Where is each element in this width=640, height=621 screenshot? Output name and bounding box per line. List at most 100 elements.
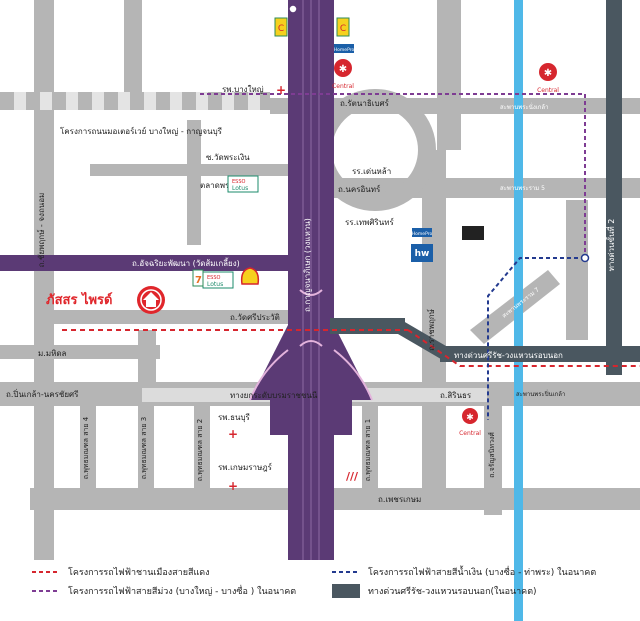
- svg-text:Central: Central: [459, 430, 481, 437]
- label-school-thepsirin: รร.เทพศิรินทร์: [345, 217, 395, 227]
- label-charan: ถ.จรัญสนิทวงศ์: [488, 432, 496, 478]
- label-phutthamonthon-3: ถ.พุทธมณฑล สาย 3: [140, 417, 148, 479]
- svg-text:Central: Central: [332, 83, 354, 90]
- road-soi-wat-phrangoen: [90, 164, 295, 176]
- road-vertical-left: [124, 0, 142, 110]
- legend-blue-line: โครงการรถไฟฟ้าสายสีน้ำเงิน (บางซื่อ - ท่…: [368, 565, 596, 578]
- label-rattanathibet: ถ.รัตนาธิเบศร์: [340, 98, 390, 108]
- road-atcharaphat: [0, 255, 290, 271]
- label-kanchana: ถ.กาญจนาภิเษก (วงแหวน): [303, 218, 312, 312]
- project-marker: ภัสสร ไพรด์: [46, 286, 165, 314]
- expressway-2: [606, 0, 622, 375]
- road-phutthamonthon-3: [138, 405, 154, 490]
- interchange-loops: [249, 289, 373, 401]
- hospital-cross-icon: +: [228, 427, 238, 441]
- svg-text:Lotus: Lotus: [232, 185, 248, 192]
- road-phetkasem: [30, 488, 640, 510]
- expressway-si-rat: [330, 318, 640, 362]
- homepro-logo: HomePro: [334, 44, 355, 53]
- legend: โครงการรถไฟฟ้าชานเมืองสายสีแดง โครงการรถ…: [32, 565, 596, 598]
- label-bridge-pinklao: สะพานพระปิ่นเกล้า: [516, 390, 565, 398]
- svg-text:ESSO: ESSO: [232, 179, 246, 185]
- svg-text:HomePro: HomePro: [412, 231, 433, 237]
- label-phutthamonthon-2: ถ.พุทธมณฑล สาย 2: [196, 419, 204, 481]
- hospital-cross-icon: +: [228, 479, 238, 493]
- road-wat-si-prawat: [54, 310, 299, 324]
- road-charan: [484, 395, 502, 515]
- bigc-logo-top-right: C: [336, 17, 350, 37]
- svg-text:✱: ✱: [544, 68, 552, 79]
- homepro-logo-2: HomePro: [412, 228, 433, 237]
- motorway-project: [0, 92, 270, 110]
- brand-logo-bottom: ///: [343, 468, 361, 483]
- homeworks-logo: hw: [411, 244, 433, 262]
- legend-expressway: ทางด่วนศรีรัช-วงแหวนรอบนอก(ในอนาคต): [368, 586, 537, 597]
- label-mahidol: ม.มหิดล: [38, 349, 67, 358]
- label-bridge-phranangklao: สะพานพระนั่งเกล้า: [500, 103, 548, 111]
- legend-purple-line: โครงการรถไฟฟ้าสายสีม่วง (บางใหญ่ - บางซื…: [68, 584, 296, 597]
- svg-text:✱: ✱: [339, 64, 347, 75]
- svg-text:///: ///: [346, 470, 359, 483]
- svg-text:Central: Central: [537, 87, 559, 94]
- label-market-phrangoen: ตลาดพระเงิน: [200, 181, 246, 190]
- home-icon: [143, 292, 159, 307]
- svg-text:HomePro: HomePro: [334, 47, 355, 53]
- svg-text:C: C: [278, 24, 284, 34]
- svg-text:✱: ✱: [466, 413, 474, 423]
- label-expressway-si-rat: ทางด่วนศรีรัช-วงแหวนรอบนอก: [454, 351, 563, 360]
- label-ratchaphruek: ถ.ราชพฤกษ์: [426, 309, 436, 351]
- lotus-logo-top: ESSO Lotus: [227, 175, 259, 193]
- road-vertical-market: [187, 120, 201, 245]
- hospital-cross-icon: +: [276, 83, 286, 97]
- bigc-logo-top-left: C: [274, 17, 288, 37]
- svg-text:Lotus: Lotus: [207, 281, 223, 288]
- shell-logo: [240, 267, 260, 285]
- road-ratchaphruek: [422, 150, 446, 510]
- lotus-logo-mid: ESSO Lotus: [202, 271, 234, 289]
- station-marker-top: [288, 4, 298, 14]
- central-logo-top: ✱ Central: [332, 59, 354, 90]
- store-logo-dark: [462, 226, 484, 240]
- label-pinklao-nakhonchaisi: ถ.ปิ่นเกล้า-นครชัยศรี: [6, 388, 79, 399]
- road-phutthamonthon-2: [194, 405, 210, 495]
- project-name: ภัสสร ไพรด์: [46, 291, 112, 308]
- label-phetkasem: ถ.เพชรเกษม: [378, 495, 421, 504]
- svg-text:ESSO: ESSO: [207, 275, 221, 281]
- label-sirinthon: ถ.สิรินธร: [440, 391, 472, 400]
- label-expressway-2: ทางด่วนขั้นที่ 2: [605, 219, 616, 272]
- label-motorway-project: โครงการถนนมอเตอร์เวย์ บางใหญ่ - กาญจนบุร…: [60, 126, 223, 136]
- label-phutthamonthon-1: ถ.พุทธมณฑล สาย 1: [364, 419, 372, 481]
- svg-text:7: 7: [195, 275, 202, 286]
- central-logo-bottom: ✱ Central: [459, 408, 481, 437]
- road-phutthamonthon-1: [362, 405, 378, 495]
- label-hospital-kasemrad: รพ.เกษมราษฎร์: [218, 462, 273, 472]
- legend-red-line: โครงการรถไฟฟ้าชานเมืองสายสีแดง: [68, 567, 210, 578]
- road-network: [0, 0, 640, 560]
- blue-line-station: [580, 253, 590, 263]
- label-atcharaphat: ถ.อัจฉริยะพัฒนา (วัดส้มเกลี้ยง): [132, 257, 240, 268]
- central-logo-right: ✱ Central: [537, 63, 559, 94]
- road-mahidol: [0, 345, 160, 359]
- label-phutthamonthon-4: ถ.พุทธมณฑล สาย 4: [82, 416, 90, 479]
- label-bridge-rama5: สะพานพระราม 5: [500, 185, 545, 192]
- road-phutthamonthon-4: [80, 405, 96, 490]
- label-wat-si-prawat: ถ.วัดศรีประวัติ: [230, 313, 280, 322]
- label-chaiyaphruek: ถ.ชัยพฤกษ์ - จงถนอม: [36, 193, 46, 268]
- label-borommaratchachonnani: ทางยกระดับบรมราชชนนี: [230, 391, 318, 400]
- river: [514, 0, 523, 621]
- svg-text:C: C: [340, 24, 346, 34]
- label-nakhon-in: ถ.นครอินทร์: [338, 184, 381, 194]
- road-vertical-right: [437, 0, 461, 150]
- road-vertical-left-lower: [138, 330, 156, 390]
- label-soi-wat-phrangoen: ซ.วัดพระเงิน: [206, 153, 250, 162]
- label-school-denla: รร.เด่นหล้า: [352, 167, 391, 176]
- road-vertical-far-right: [566, 200, 588, 340]
- label-hospital-thonburi: รพ.ธนบุรี: [218, 413, 251, 422]
- seven-eleven-logo: 7: [192, 269, 204, 287]
- road-chaiyaphruek: [34, 0, 54, 560]
- purple-roads: [0, 0, 372, 560]
- label-hospital-bangyai: รพ.บางใหญ่: [222, 85, 264, 94]
- svg-text:hw: hw: [415, 249, 430, 259]
- red-line-route-east: [407, 329, 640, 367]
